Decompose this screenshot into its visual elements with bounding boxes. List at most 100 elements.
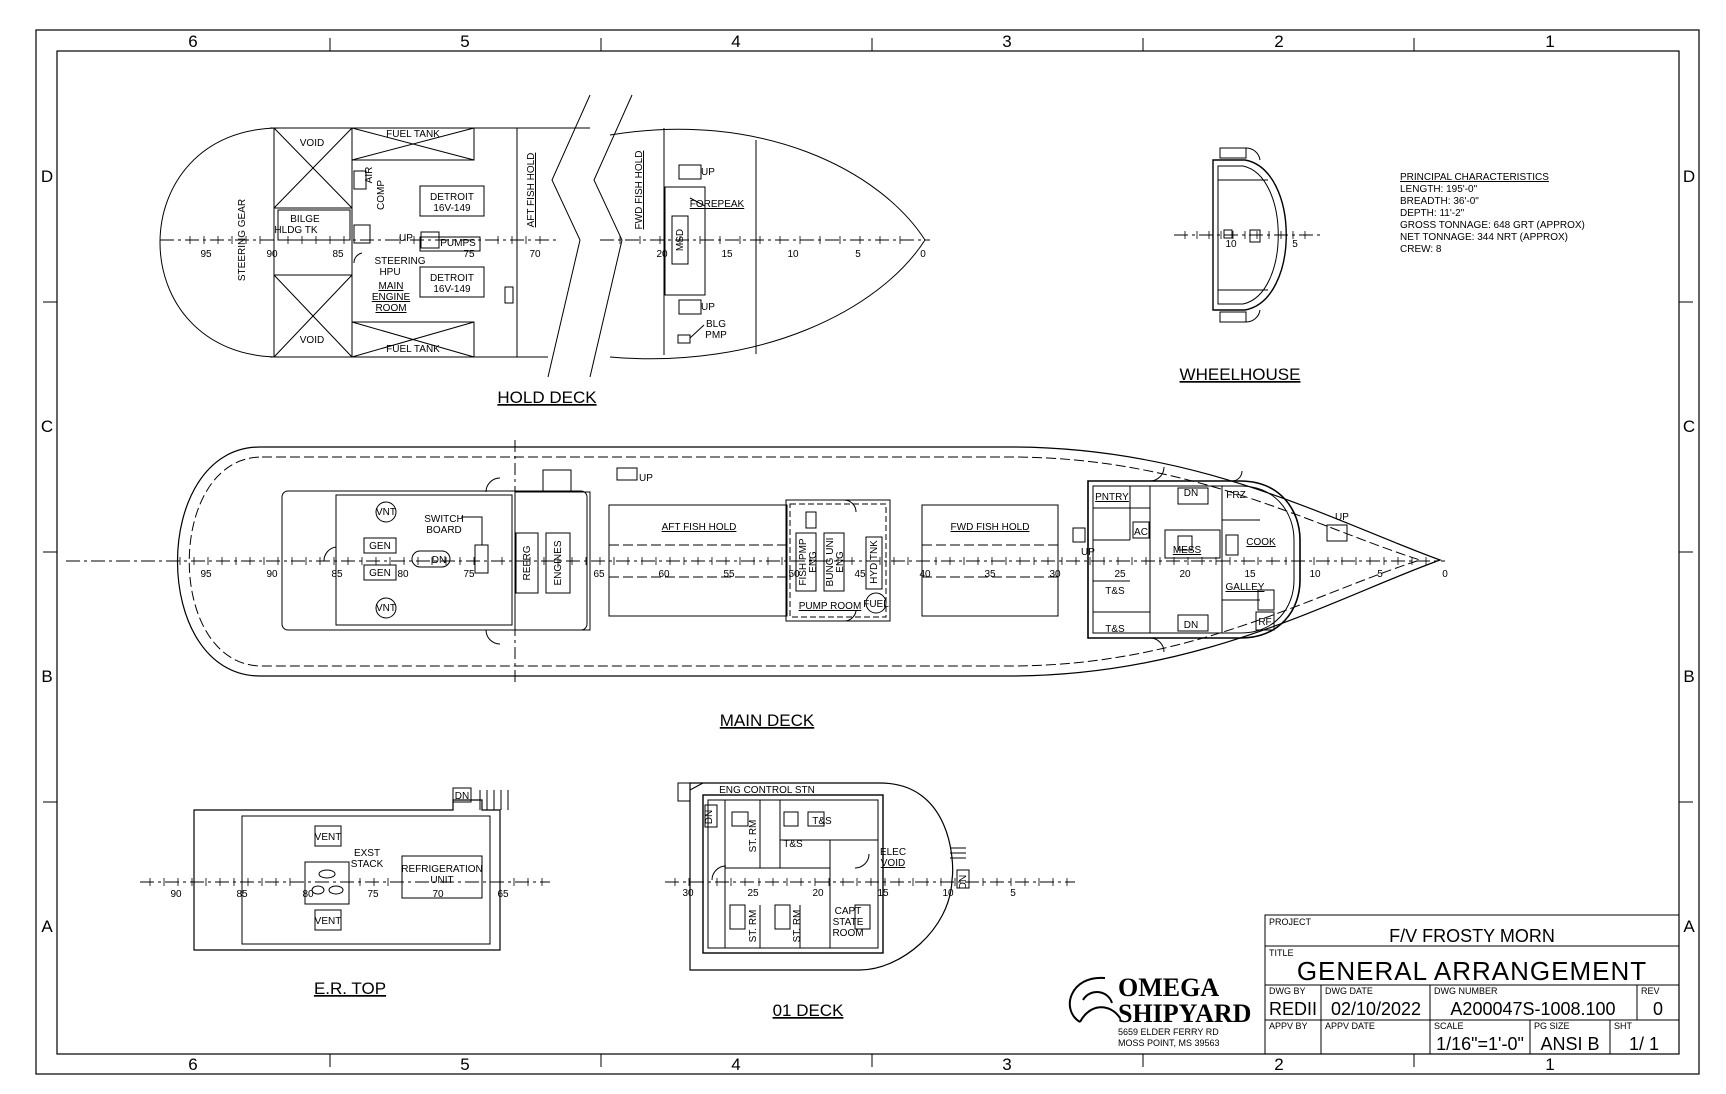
hold-fuel-tank-top: FUEL TANK — [386, 129, 440, 140]
tb-pg-size: ANSI B — [1540, 1034, 1599, 1054]
tb-title: GENERAL ARRANGEMENT — [1297, 956, 1647, 986]
main-centerline-ticks — [179, 557, 1427, 565]
er-vent-2: VENT — [315, 916, 342, 927]
main-frame-80: 80 — [397, 569, 409, 580]
zone-top-4: 4 — [731, 32, 740, 51]
main-deck-labels: VNT VNT GEN GEN SWITCH BOARD DN REFRG EN… — [200, 473, 1448, 730]
main-bung-uni: BUNG UNI — [825, 538, 836, 587]
hold-bilge: BILGE — [290, 214, 320, 225]
zone-left-b: B — [41, 667, 52, 686]
main-frame-60: 60 — [658, 569, 670, 580]
tb-rev: 0 — [1653, 999, 1663, 1019]
hold-frame-5: 5 — [855, 249, 861, 260]
hold-void-bottom: VOID — [300, 335, 324, 346]
tb-appv-date-label: APPV DATE — [1325, 1021, 1375, 1031]
er-frame-65: 65 — [497, 889, 509, 900]
deck-01-labels: ENG CONTROL STN DN ST. RM T&S T&S ELEC V… — [682, 785, 1016, 1020]
main-frame-90: 90 — [266, 569, 278, 580]
deck01-frame-30: 30 — [682, 888, 694, 899]
main-deck-title: MAIN DECK — [720, 711, 815, 730]
main-rf: RF — [1258, 617, 1271, 628]
main-frame-10: 10 — [1309, 569, 1321, 580]
main-frame-75: 75 — [463, 569, 475, 580]
main-bung-eng: ENG — [835, 551, 846, 573]
zone-bottom-1: 1 — [1545, 1055, 1554, 1074]
main-frz: FRZ — [1226, 490, 1245, 501]
zone-top-3: 3 — [1002, 32, 1011, 51]
principal-heading: PRINCIPAL CHARACTERISTICS — [1400, 172, 1549, 183]
deck01-frame-25: 25 — [747, 888, 759, 899]
main-vnt-2: VNT — [376, 603, 396, 614]
hold-room: ROOM — [375, 303, 406, 314]
er-refrigeration: REFRIGERATION — [401, 864, 482, 875]
tb-scale-label: SCALE — [1434, 1021, 1464, 1031]
tb-project: F/V FROSTY MORN — [1389, 926, 1555, 946]
zone-top-6: 6 — [188, 32, 197, 51]
tb-title-label: TITLE — [1269, 948, 1294, 958]
wheelhouse-labels: 10 5 WHEELHOUSE — [1180, 239, 1301, 384]
main-refrg: REFRG — [522, 545, 533, 580]
deck01-eng-control-stn: ENG CONTROL STN — [719, 785, 815, 796]
hold-hpu: HPU — [379, 267, 400, 278]
hold-comp: COMP — [376, 180, 387, 210]
sheet-border — [35, 29, 1700, 1075]
er-stack: STACK — [351, 859, 384, 870]
zone-top-2: 2 — [1274, 32, 1283, 51]
er-frame-75: 75 — [367, 889, 379, 900]
hold-frame-15: 15 — [721, 249, 733, 260]
hold-up-2: UP — [701, 167, 715, 178]
hold-frame-10: 10 — [787, 249, 799, 260]
hold-pmp: PMP — [705, 330, 727, 341]
tb-dwg-number-label: DWG NUMBER — [1434, 986, 1498, 996]
main-frame-35: 35 — [984, 569, 996, 580]
logo-address-2: MOSS POINT, MS 39563 — [1118, 1038, 1220, 1048]
principal-characteristics: PRINCIPAL CHARACTERISTICS LENGTH: 195'-0… — [1400, 172, 1585, 255]
hold-hldg-tk: HLDG TK — [274, 225, 317, 236]
main-fish-pmp: FISH PMP — [798, 538, 809, 586]
hold-steering: STEERING — [374, 256, 425, 267]
hold-engine: ENGINE — [372, 292, 411, 303]
zone-right-b: B — [1683, 667, 1694, 686]
main-frame-50: 50 — [788, 569, 800, 580]
main-frame-15: 15 — [1244, 569, 1256, 580]
principal-crew: CREW: 8 — [1400, 244, 1442, 255]
tb-dwg-date-label: DWG DATE — [1325, 986, 1373, 996]
main-pump-room: PUMP ROOM — [799, 601, 862, 612]
omega-shipyard-logo: OMEGA SHIPYARD 5659 ELDER FERRY RD MOSS … — [1068, 973, 1251, 1048]
tb-dwg-by-label: DWG BY — [1269, 986, 1306, 996]
hold-frame-85: 85 — [332, 249, 344, 260]
hold-frame-75: 75 — [463, 249, 475, 260]
main-switchboard-2: BOARD — [426, 525, 462, 536]
main-frame-45: 45 — [854, 569, 866, 580]
er-unit: UNIT — [430, 875, 453, 886]
main-gen-1: GEN — [369, 541, 391, 552]
main-ts-2: T&S — [1105, 624, 1125, 635]
zone-top-5: 5 — [460, 32, 469, 51]
main-gen-2: GEN — [369, 568, 391, 579]
zone-left-d: D — [41, 167, 53, 186]
wheelhouse-view — [1174, 147, 1320, 323]
zone-left-a: A — [41, 917, 53, 936]
principal-depth: DEPTH: 11'-2" — [1400, 208, 1465, 219]
main-aft-fish-hold: AFT FISH HOLD — [662, 522, 737, 533]
hold-detroit-2-model: 16V-149 — [433, 284, 471, 295]
hold-frame-90: 90 — [266, 249, 278, 260]
hold-blg: BLG — [706, 319, 726, 330]
deck01-frame-20: 20 — [812, 888, 824, 899]
tb-sht-label: SHT — [1614, 1021, 1633, 1031]
main-up-2: UP — [1081, 547, 1095, 558]
hold-pumps: PUMPS — [440, 238, 476, 249]
deck01-state: STATE — [833, 917, 864, 928]
deck-01-view — [665, 782, 1075, 971]
zone-right-c: C — [1683, 417, 1695, 436]
main-cook: COOK — [1246, 537, 1276, 548]
wheelhouse-frame-5: 5 — [1292, 239, 1298, 250]
tb-sht: 1/ 1 — [1629, 1034, 1659, 1054]
main-mess: MESS — [1173, 545, 1202, 556]
title-block — [1264, 914, 1680, 1055]
deck01-capt: CAPT — [835, 906, 862, 917]
wheelhouse-frame-10: 10 — [1225, 239, 1237, 250]
zone-top-1: 1 — [1545, 32, 1554, 51]
tb-scale: 1/16"=1'-0" — [1436, 1034, 1524, 1054]
